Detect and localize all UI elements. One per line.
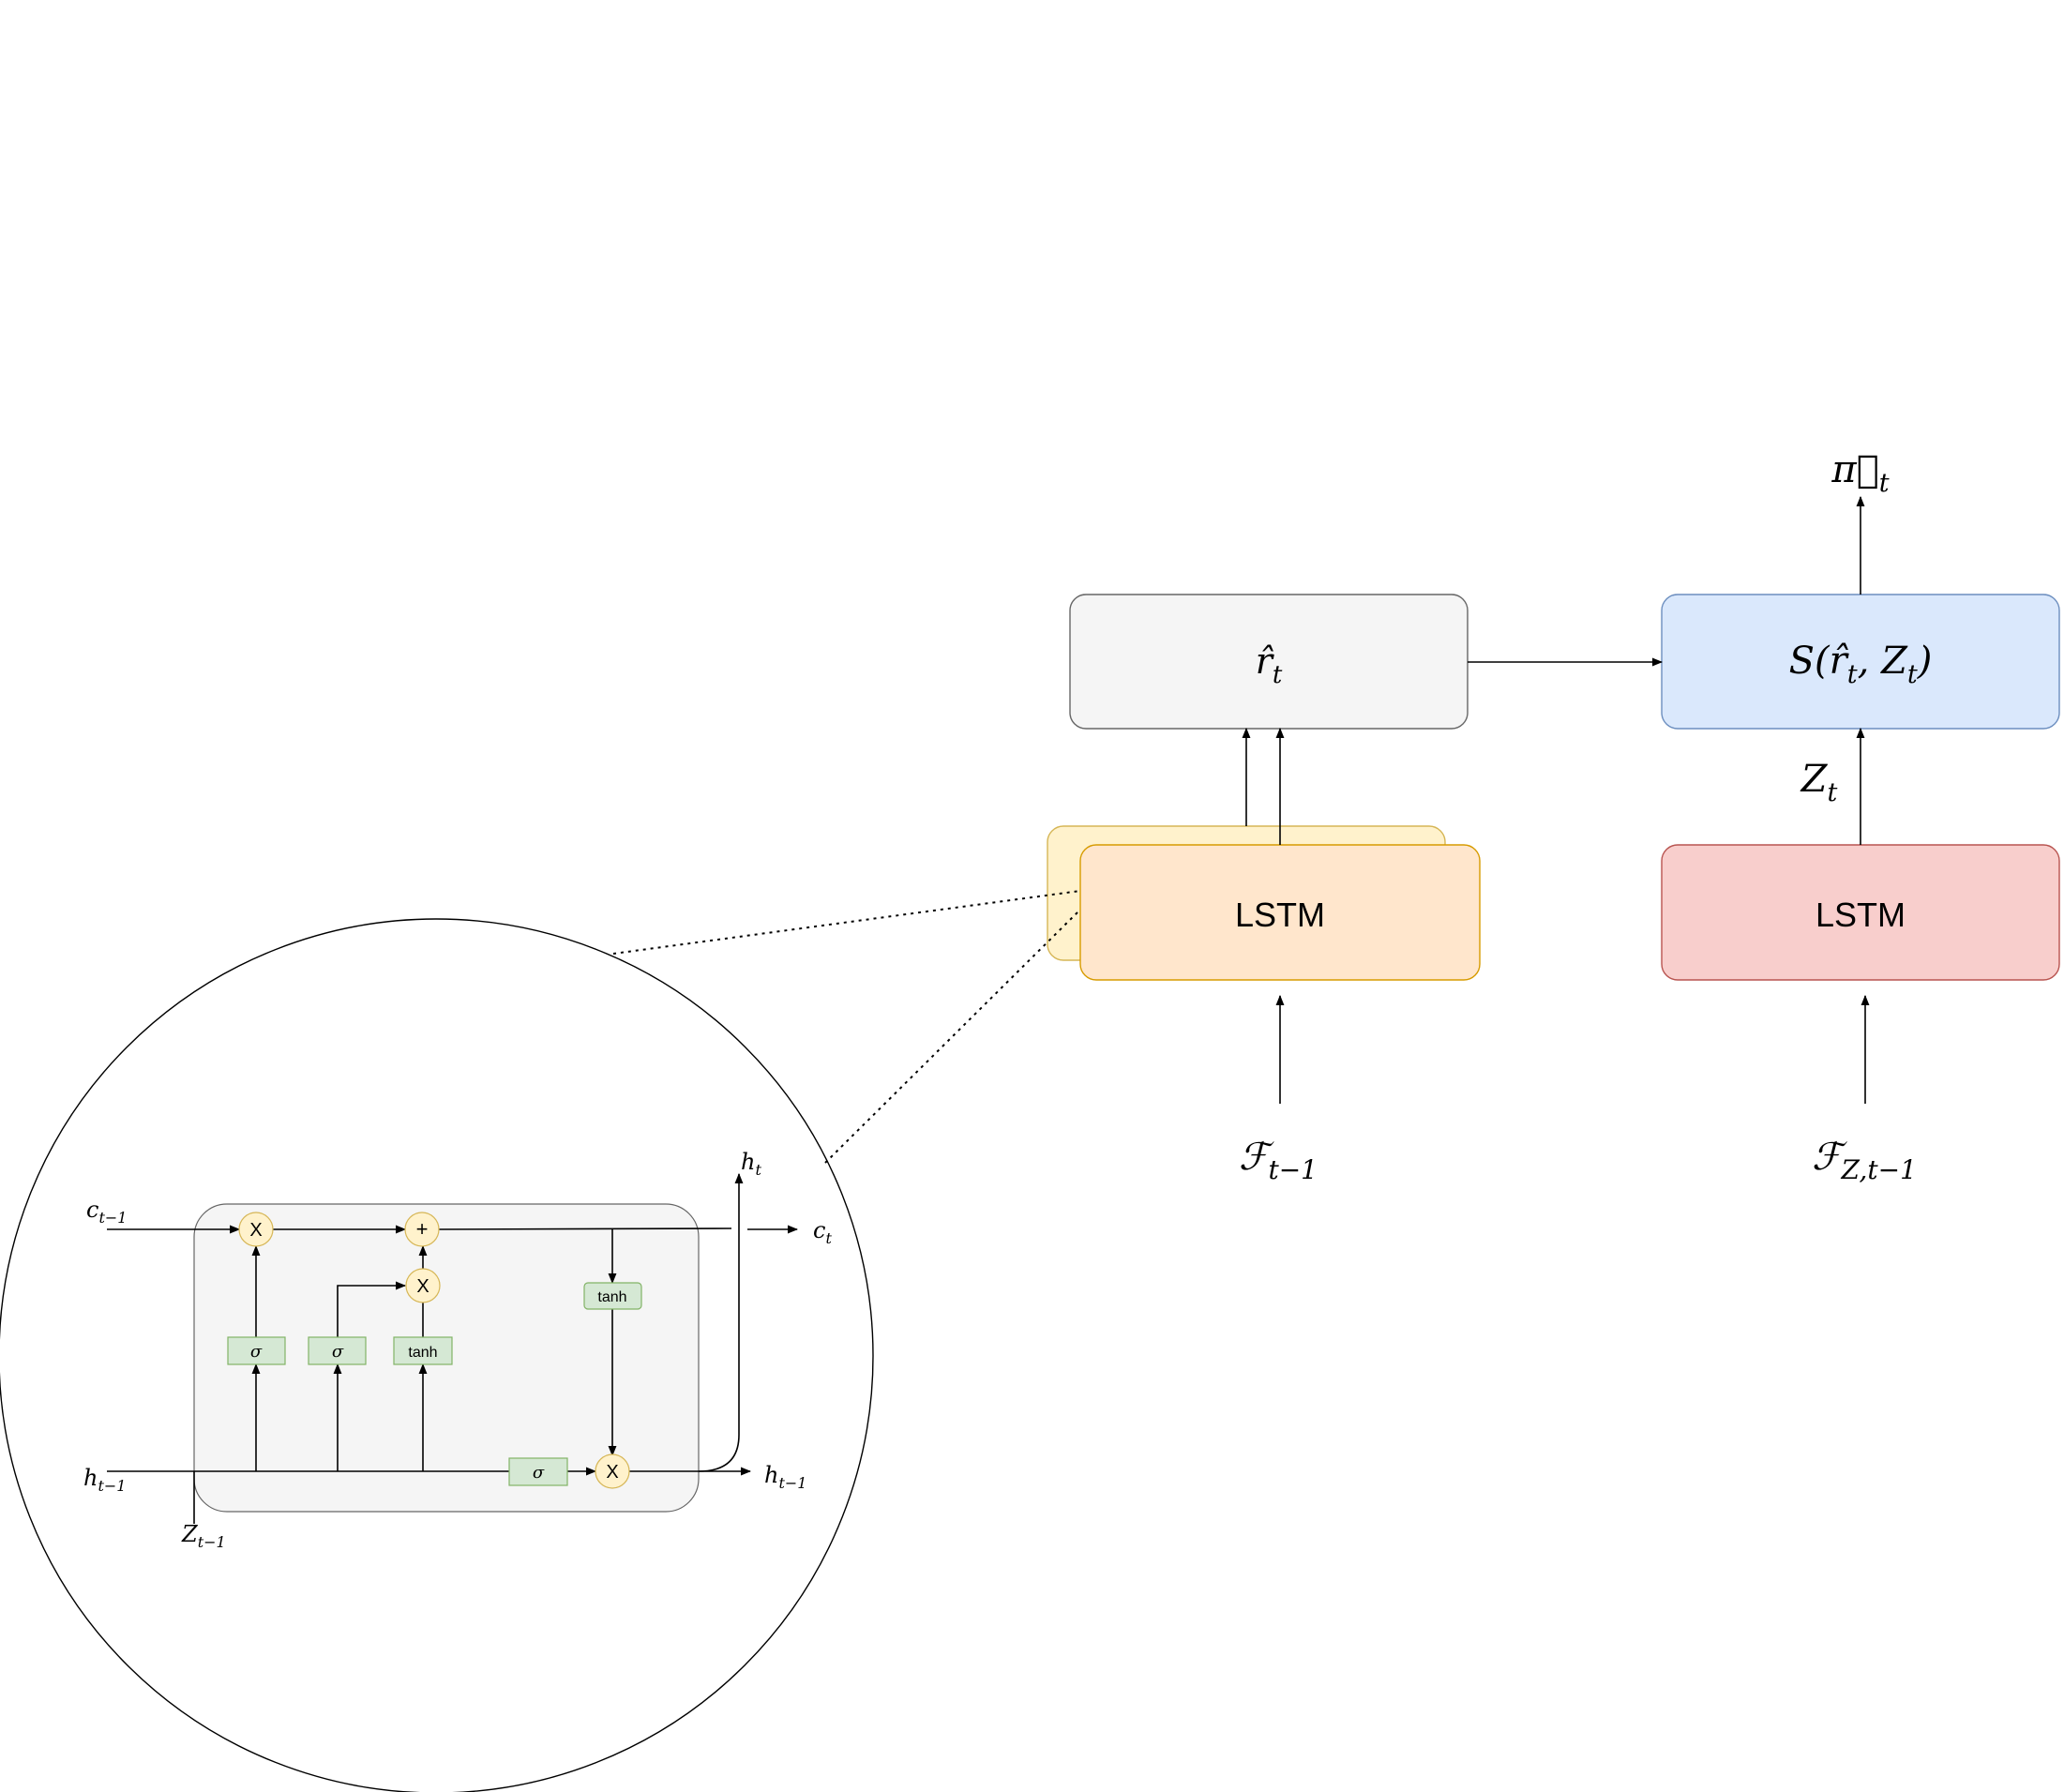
r-hat-subscript: t <box>1273 661 1283 689</box>
h-up-path <box>698 1172 744 1472</box>
gate-tanh1: tanh <box>393 1336 453 1365</box>
c-line-out-a <box>438 1227 732 1230</box>
s-label-start: S(r̂ <box>1789 640 1850 683</box>
gate-sigma3: σ <box>508 1457 568 1486</box>
op-mult3-label: X <box>606 1462 618 1483</box>
gate-sigma2-label: σ <box>332 1342 344 1362</box>
label-h-prev: ht−1 <box>83 1465 126 1495</box>
label-c-next: ct <box>813 1217 832 1247</box>
gate-sigma1-label: σ <box>250 1342 263 1362</box>
r-hat-box: r̂t <box>1069 594 1469 730</box>
c-next-symbol: c <box>813 1217 825 1243</box>
s-label-mid: , Z <box>1858 640 1908 683</box>
f-right-subscript: Z,t−1 <box>1841 1154 1917 1185</box>
op-mult2: X <box>405 1268 441 1303</box>
pi-symbol: π⃗ <box>1830 448 1878 491</box>
label-h-top: ht <box>741 1149 761 1179</box>
gate-sigma3-label: σ <box>533 1463 545 1483</box>
r-hat-label: r̂ <box>1256 640 1275 682</box>
op-mult1-label: X <box>249 1220 262 1241</box>
pi-output-label: π⃗t <box>1830 448 1889 498</box>
svg-text:S(r̂t, Zt): S(r̂t, Zt) <box>1789 640 1933 689</box>
score-function-box: S(r̂t, Zt) <box>1661 594 2060 730</box>
h-prev-sub: t−1 <box>98 1477 126 1495</box>
z-prev-symbol: Z <box>181 1521 199 1547</box>
f-left-subscript: t−1 <box>1268 1154 1318 1185</box>
h-prev-symbol: h <box>83 1465 98 1491</box>
c-next-sub: t <box>825 1229 832 1247</box>
z-prev-sub: t−1 <box>198 1533 226 1551</box>
op-mult1: X <box>238 1212 274 1247</box>
lstm-left-label: LSTM <box>1235 896 1325 934</box>
s-label-sub2: t <box>1907 660 1918 689</box>
gate-tanh2-label: tanh <box>597 1289 626 1305</box>
f-left-label: ℱt−1 <box>1239 1136 1318 1185</box>
gate-sigma2: σ <box>308 1336 367 1365</box>
pi-subscript: t <box>1879 469 1890 498</box>
op-plus: + <box>404 1212 440 1247</box>
op-mult2-label: X <box>416 1276 429 1297</box>
h-top-sub: t <box>755 1161 761 1179</box>
op-plus-label: + <box>416 1217 429 1241</box>
svg-text:r̂t: r̂t <box>1256 640 1283 689</box>
cell-lines <box>107 1172 799 1524</box>
f-right-label: ℱZ,t−1 <box>1812 1136 1917 1185</box>
lstm-right-box: LSTM <box>1661 844 2060 981</box>
z-symbol: Z <box>1800 758 1829 801</box>
s-label-sub1: t <box>1847 660 1858 689</box>
h-top-symbol: h <box>741 1149 755 1175</box>
h-out-symbol: h <box>764 1462 778 1488</box>
label-z-prev: Zt−1 <box>181 1521 226 1551</box>
sigma2-to-mult2 <box>337 1281 407 1337</box>
s-label-end: ) <box>1917 640 1933 683</box>
zoom-circle <box>0 918 874 1792</box>
zoom-line-bottom <box>824 909 1081 1164</box>
label-c-prev: ct−1 <box>86 1197 127 1227</box>
gate-tanh1-label: tanh <box>408 1345 437 1361</box>
lstm-right-label: LSTM <box>1815 896 1906 934</box>
h-out-sub: t−1 <box>778 1474 806 1492</box>
z-t-label: Zt <box>1800 758 1838 807</box>
gate-tanh2: tanh <box>583 1282 642 1310</box>
c-prev-symbol: c <box>86 1197 98 1223</box>
label-h-out-right: ht−1 <box>764 1462 806 1492</box>
zoom-line-top <box>612 890 1081 955</box>
main-arrows <box>1242 495 1870 1104</box>
op-mult3: X <box>595 1453 630 1489</box>
c-prev-sub: t−1 <box>98 1209 127 1227</box>
gate-sigma1: σ <box>227 1336 286 1365</box>
z-subscript: t <box>1827 778 1837 807</box>
lstm-left-box: LSTM <box>1079 844 1481 981</box>
